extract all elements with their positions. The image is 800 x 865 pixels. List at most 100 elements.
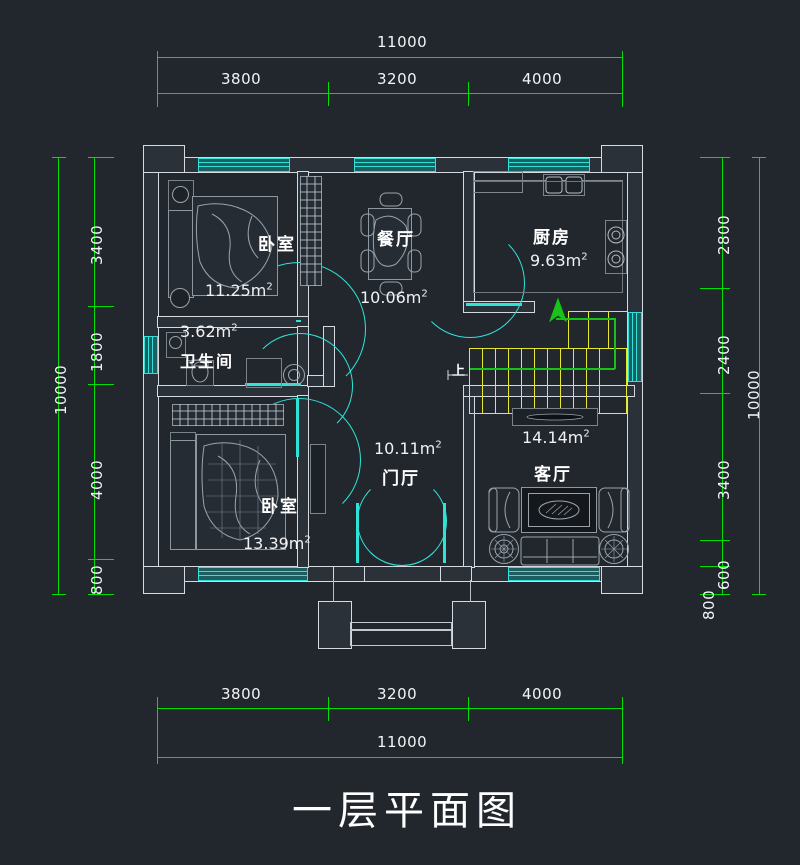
window-living: [508, 567, 600, 581]
dim-line-left-segments: [94, 157, 95, 594]
stair-start-marker-icon: [447, 370, 468, 380]
wardrobe-lower-hatch: [172, 404, 284, 426]
bed-double: [192, 196, 278, 296]
room-area-dining: 10.06m2: [360, 288, 428, 307]
coffee-table: [528, 493, 590, 527]
washer: [246, 358, 282, 388]
room-label-bathroom: 卫生间: [180, 352, 235, 371]
dim-left-seg-3: 4000: [88, 459, 106, 500]
dim-line-left-total: [58, 157, 59, 594]
room-label-dining: 餐厅: [377, 230, 415, 250]
room-area-foyer: 10.11m2: [374, 439, 442, 458]
room-label-bedroom-upper: 卧室: [258, 235, 296, 255]
wardrobe: [300, 176, 322, 286]
dim-bottom-total: 11000: [377, 733, 428, 751]
area-value: 3.62m: [180, 322, 232, 341]
dim-right-total: 10000: [745, 369, 763, 420]
dim-ext: [157, 708, 158, 758]
dim-tick: [52, 594, 66, 595]
room-label-foyer: 门厅: [382, 469, 420, 489]
dim-ext: [622, 708, 623, 758]
area-sup: 2: [583, 428, 590, 440]
dim-line-bottom-total: [157, 757, 623, 758]
dim-top-total: 11000: [377, 33, 428, 51]
porch-wall-left: [333, 566, 365, 582]
porch-wall-right: [440, 566, 472, 582]
rug: [521, 487, 597, 533]
armchair-left: [488, 487, 520, 533]
dim-top-seg-1: 3800: [221, 70, 262, 88]
bed-quilt-detail: [195, 203, 273, 289]
mirror-panel: [310, 444, 326, 514]
room-area-living: 14.14m2: [522, 428, 590, 447]
stair-landing: [568, 311, 628, 349]
dim-tick: [468, 82, 469, 106]
area-value: 10.11m: [374, 439, 436, 458]
room-area-bedroom-lower: 13.39m2: [243, 534, 311, 553]
porch-step-1: [350, 622, 452, 630]
corner-pilaster-bl: [143, 566, 185, 594]
dim-line-right-total: [759, 157, 760, 594]
dim-left-seg-2: 1800: [88, 331, 106, 372]
dim-tick: [700, 157, 730, 158]
dim-right-seg-2: 2400: [715, 334, 733, 375]
window-bathroom: [144, 336, 158, 374]
dim-tick: [468, 697, 469, 721]
corner-pilaster-tl: [143, 145, 185, 173]
area-value: 13.39m: [243, 534, 305, 553]
stair-direction-line: [614, 318, 616, 369]
stair-direction-line: [556, 318, 616, 320]
kitchen-sink: [543, 174, 585, 196]
dim-right-seg-3: 3400: [715, 459, 733, 500]
stair-up-arrow-icon: [548, 297, 568, 323]
corner-pilaster-br: [601, 566, 643, 594]
side-table-left: [489, 534, 519, 564]
dim-tick: [752, 157, 766, 158]
sofa-three-seat: [520, 536, 600, 566]
window-stair-landing: [628, 312, 642, 382]
window-bedroom-upper: [198, 158, 290, 172]
area-sup: 2: [266, 281, 273, 293]
room-label-bedroom-lower: 卧室: [261, 497, 299, 517]
window-dining: [354, 158, 436, 172]
bed-double-lower: [196, 434, 286, 550]
floor-lamp-icon: [170, 288, 190, 308]
stair-direction-line: [470, 368, 615, 370]
dim-right-seg-5: 800: [700, 589, 718, 620]
side-cabinet-lower: [170, 440, 196, 550]
dining-chairs: [360, 192, 422, 296]
dim-top-seg-2: 3200: [377, 70, 418, 88]
dim-tick: [88, 384, 114, 385]
dim-left-total: 10000: [52, 364, 70, 415]
coffee-table-detail: [538, 500, 580, 520]
tv-icon: [526, 413, 584, 421]
side-table-right: [599, 534, 629, 564]
room-area-kitchen: 9.63m2: [530, 251, 588, 270]
corner-pilaster-tr: [601, 145, 643, 173]
dim-tick: [88, 157, 114, 158]
dim-tick: [328, 697, 329, 721]
lamp-icon: [172, 186, 189, 203]
porch-column-right: [452, 601, 486, 649]
dim-bottom-seg-2: 3200: [377, 685, 418, 703]
porch-step-2: [350, 630, 452, 646]
room-label-kitchen: 厨房: [533, 228, 571, 248]
dim-ext: [622, 57, 623, 107]
kitchen-workarea: [473, 181, 623, 293]
dim-tick: [700, 594, 730, 595]
side-cabinet: [168, 210, 194, 298]
dim-tick: [52, 157, 66, 158]
porch-column-left: [318, 601, 352, 649]
bath-cabinet: [166, 332, 186, 358]
interior-wall-living-left: [463, 395, 475, 568]
dim-line-top-segments: [157, 93, 623, 94]
dim-bottom-seg-3: 4000: [522, 685, 563, 703]
room-area-bathroom: 3.62m2: [180, 322, 238, 341]
dim-line-bottom-segments: [157, 708, 623, 709]
sink-icon: [169, 336, 182, 349]
drawing-title: 一层平面图: [292, 788, 522, 834]
dim-line-right-segments: [722, 157, 723, 594]
dim-bottom-seg-1: 3800: [221, 685, 262, 703]
side-table-right-detail: [601, 536, 627, 562]
